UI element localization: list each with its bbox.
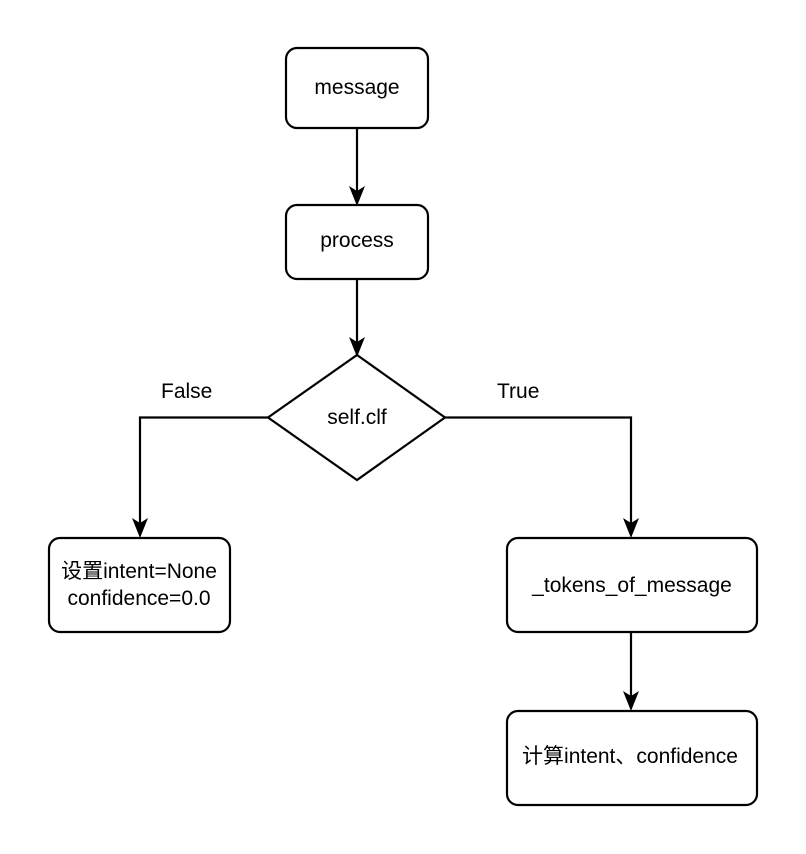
edge-label-false: False: [161, 380, 213, 403]
node-label-process: process: [320, 229, 394, 252]
node-label-set-intent-none-line1: 设置intent=None: [61, 560, 217, 583]
node-label-tokens-of-message: _tokens_of_message: [532, 574, 732, 597]
edge-self-clf-false: [132, 416, 268, 538]
node-set-intent-none[interactable]: [47, 536, 232, 634]
node-tokens-of-message[interactable]: [505, 536, 759, 634]
node-label-message: message: [314, 76, 400, 99]
node-compute-intent-confidence[interactable]: [505, 709, 759, 807]
node-label-compute-intent-confidence: 计算intent、confidence: [522, 745, 738, 768]
edge-self-clf-true: [445, 416, 639, 538]
node-process[interactable]: [284, 203, 430, 281]
node-message[interactable]: [284, 46, 430, 130]
node-label-set-intent-none-line2: confidence=0.0: [67, 587, 211, 610]
edge-process-to-self-clf: [349, 279, 365, 357]
edge-label-true: True: [497, 380, 540, 403]
edge-tokens-to-compute: [623, 632, 639, 711]
node-label-self-clf: self.clf: [327, 406, 387, 429]
node-self-clf[interactable]: [266, 353, 447, 482]
edge-message-to-process: [349, 128, 365, 206]
